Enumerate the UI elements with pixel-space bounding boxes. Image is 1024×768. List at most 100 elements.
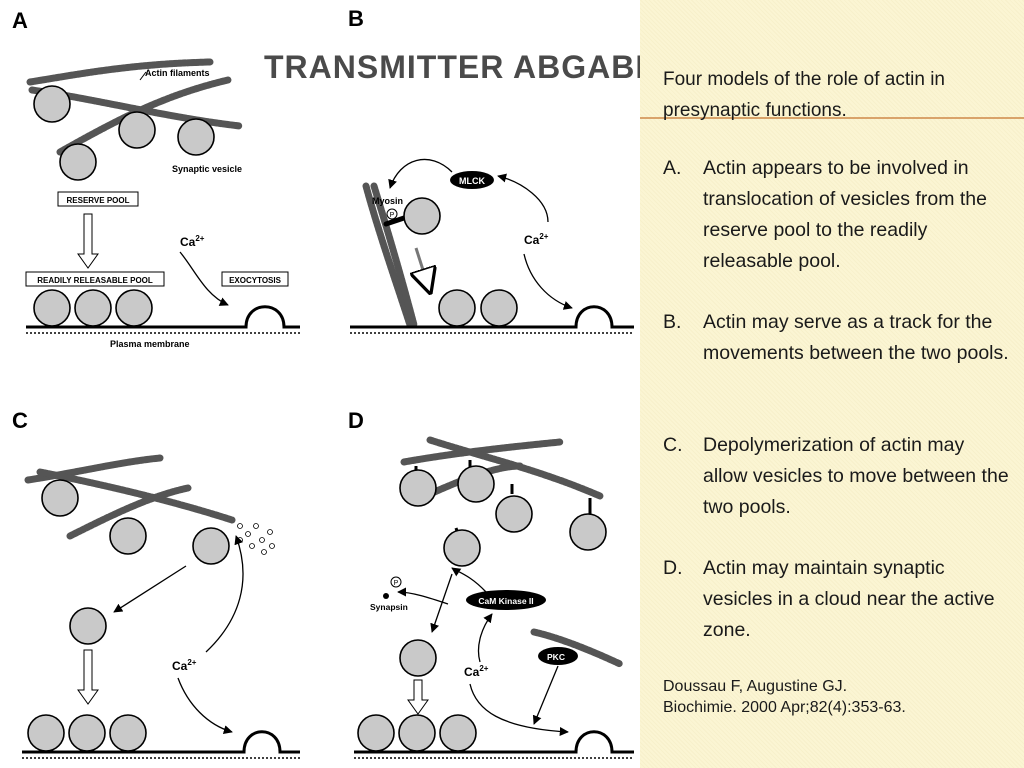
synaptic-vesicle — [41, 479, 79, 517]
panel-letter-a: A — [12, 8, 28, 33]
model-letter: D. — [663, 557, 683, 579]
pkc-badge — [538, 647, 578, 665]
actin-filament — [24, 454, 164, 484]
docked-vesicle — [439, 714, 477, 752]
plasma-membrane-label: Plasma membrane — [110, 339, 190, 349]
actin-track — [370, 182, 418, 329]
actin-leader-line — [139, 71, 147, 81]
calcium-exo-arrow — [177, 677, 233, 735]
mlck-arrow — [388, 158, 453, 189]
docked-vesicle — [357, 714, 395, 752]
description-panel — [640, 0, 1024, 768]
panel-d: D P Synapsin CaM Kinase II PKC Ca2+ — [348, 408, 634, 759]
actin-filament — [36, 468, 236, 524]
model-item-c: C. Depolymerization of actin may allow v… — [663, 430, 1013, 523]
hollow-arrow-down — [77, 213, 99, 269]
panel-letter-d: D — [348, 408, 364, 433]
synaptic-vesicle — [192, 527, 230, 565]
camk-arrow — [451, 567, 487, 593]
myosin-molecule — [383, 215, 407, 227]
mlck-label: MLCK — [459, 176, 485, 186]
actin-filament — [400, 438, 564, 466]
reserve-pool-label: RESERVE POOL — [67, 196, 130, 205]
phosphate-label: P — [394, 580, 399, 587]
hollow-arrow-down — [77, 649, 99, 705]
panel-divider — [640, 117, 1024, 119]
hollow-arrow-down — [416, 247, 430, 292]
synaptic-vesicle — [569, 513, 607, 551]
calcium-label: Ca2+ — [180, 234, 205, 249]
model-text: Actin may maintain synaptic vesicles in … — [703, 557, 995, 641]
plasma-membrane — [26, 305, 300, 329]
calcium-up-arrow — [205, 535, 244, 653]
docked-vesicle — [398, 714, 436, 752]
free-vesicle — [69, 607, 107, 645]
docked-vesicle — [115, 289, 153, 327]
model-text: Actin may serve as a track for the movem… — [703, 311, 1009, 364]
model-item-b: B. Actin may serve as a track for the mo… — [663, 307, 1013, 369]
model-item-a: A. Actin appears to be involved in trans… — [663, 153, 1013, 277]
panel-b: B Myosin P MLCK Ca2+ — [348, 6, 634, 334]
model-letter: C. — [663, 434, 683, 456]
calcium-exo-arrow — [523, 253, 573, 310]
docked-vesicle — [438, 289, 476, 327]
actin-filament — [66, 484, 192, 540]
synaptic-vesicle — [177, 118, 215, 156]
calcium-arrow — [179, 251, 229, 306]
actin-filaments-label: Actin filaments — [145, 68, 210, 78]
mlck-badge — [450, 171, 494, 189]
docked-vesicle — [480, 289, 518, 327]
actin-models-figure: A Actin filaments Synaptic vesicle RESER… — [12, 6, 634, 759]
camk-badge — [466, 590, 546, 610]
reserve-pool-box — [57, 191, 139, 207]
calcium-label: Ca2+ — [464, 664, 489, 679]
moving-vesicle — [403, 197, 441, 235]
hollow-arrow-down — [407, 679, 429, 715]
calcium-label: Ca2+ — [524, 232, 549, 247]
panel-letter-b: B — [348, 6, 364, 31]
phosphate-label: P — [390, 212, 395, 219]
synapsin-dot — [383, 593, 389, 599]
calcium-label: Ca2+ — [172, 658, 197, 673]
panel-a: A Actin filaments Synaptic vesicle RESER… — [12, 8, 300, 349]
synaptic-vesicle — [118, 111, 156, 149]
free-vesicle — [399, 639, 437, 677]
citation-journal: Biochimie. 2000 Apr;82(4):353-63. — [663, 699, 906, 716]
release-arrow — [113, 565, 187, 613]
calcium-up-arrow — [497, 173, 549, 223]
synaptic-vesicle — [443, 529, 481, 567]
synaptic-vesicle — [457, 465, 495, 503]
citation: Doussau F, Augustine GJ. Biochimie. 2000… — [663, 676, 1013, 718]
readily-releasable-pool-label: READILY RELEASABLE POOL — [37, 276, 153, 285]
phosphate-marker — [390, 576, 402, 588]
panel-c: C Ca2+ — [12, 408, 300, 759]
synapsin-release-arrow — [397, 587, 449, 605]
citation-authors: Doussau F, Augustine GJ. — [663, 678, 848, 695]
exocytosis-label: EXOCYTOSIS — [229, 276, 282, 285]
model-letter: A. — [663, 157, 682, 179]
synaptic-vesicle — [109, 517, 147, 555]
docked-vesicle — [109, 714, 147, 752]
myosin-label: Myosin — [372, 196, 403, 206]
synapsin-label: Synapsin — [370, 602, 408, 612]
plasma-membrane — [354, 730, 634, 754]
camk-label: CaM Kinase II — [478, 596, 533, 606]
exocytosis-box — [221, 271, 289, 287]
actin-filament — [530, 628, 624, 668]
synaptic-vesicle — [33, 85, 71, 123]
ca-to-camk-arrow — [477, 613, 493, 663]
translocation-arrow — [430, 573, 453, 633]
plasma-membrane — [350, 305, 634, 329]
calcium-exo-arrow — [469, 683, 569, 737]
synaptic-vesicle — [495, 495, 533, 533]
plasma-membrane — [22, 730, 300, 754]
model-item-d: D. Actin may maintain synaptic vesicles … — [663, 553, 1013, 646]
synaptic-vesicle — [399, 469, 437, 507]
actin-filament — [26, 58, 214, 86]
docked-vesicle — [68, 714, 106, 752]
actin-track — [362, 182, 414, 329]
docked-vesicle — [27, 714, 65, 752]
model-letter: B. — [663, 311, 682, 333]
actin-monomers — [237, 523, 275, 555]
readily-releasable-pool-box — [25, 271, 165, 287]
